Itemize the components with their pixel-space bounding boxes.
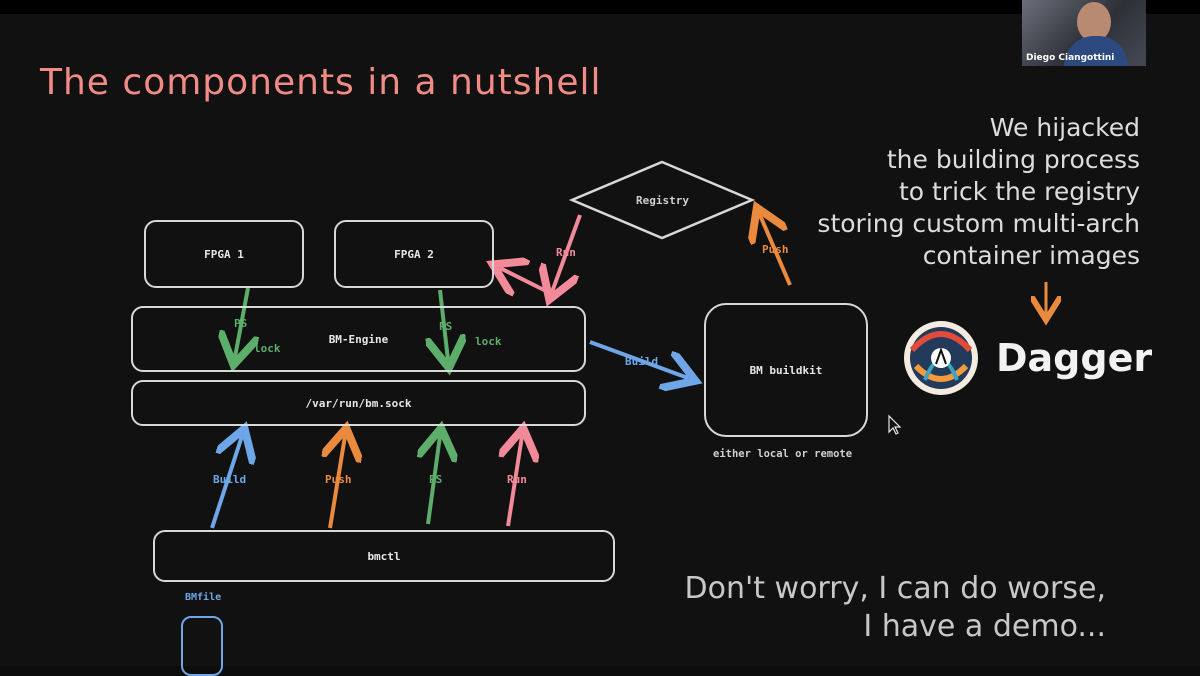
- bmctl-box: bmctl: [153, 530, 615, 582]
- speaker-head: [1077, 2, 1111, 42]
- buildkit-note: either local or remote: [713, 448, 853, 460]
- fpga2-label: FPGA 2: [394, 247, 434, 261]
- top-bar: [0, 0, 1200, 14]
- fpga1-box: FPGA 1: [144, 220, 304, 288]
- bm-engine-label: BM-Engine: [328, 332, 389, 346]
- push-label-registry: Push: [762, 243, 789, 256]
- mouse-cursor-icon: [888, 414, 902, 435]
- lock-label-fpga1: lock: [254, 342, 281, 355]
- build-label-bmctl: Build: [213, 473, 247, 486]
- run-arrow-sock: [508, 436, 522, 527]
- hijack-line-1: We hijacked: [989, 113, 1140, 142]
- run-label-registry: Run: [556, 246, 576, 259]
- dagger-wordmark: Dagger: [996, 336, 1153, 380]
- footer-line-2: I have a demo...: [863, 609, 1106, 644]
- footer-line-1: Don't worry, I can do worse,: [684, 571, 1106, 606]
- ps-arrow-fpga2: [440, 289, 448, 360]
- bmfile-box: [181, 616, 223, 676]
- hijack-line-5: container images: [922, 241, 1140, 270]
- slide-canvas: [0, 14, 1200, 666]
- bmctl-label: bmctl: [367, 549, 401, 563]
- bm-buildkit-label: BM buildkit: [749, 363, 823, 377]
- lock-label-fpga2: lock: [475, 335, 502, 348]
- run-label-bmctl: Run: [507, 473, 527, 486]
- hijack-line-2: the building process: [886, 145, 1140, 174]
- run-arrow-registry: [552, 214, 582, 292]
- bmfile-label: BMfile: [185, 592, 222, 603]
- build-arrow-sock: [210, 436, 242, 529]
- registry-label: Registry: [636, 194, 689, 207]
- dagger-logo-icon: [904, 321, 978, 395]
- hijack-line-3: to trick the registry: [898, 177, 1140, 206]
- bm-buildkit-box: BM buildkit: [704, 303, 868, 437]
- speaker-name: Diego Ciangottini: [1026, 53, 1115, 63]
- run-arrow-fpga2: [500, 268, 549, 292]
- fpga1-label: FPGA 1: [204, 247, 244, 261]
- build-label-buildkit: Build: [625, 355, 659, 368]
- slide-title: The components in a nutshell: [40, 62, 602, 103]
- push-label-bmctl: Push: [325, 473, 352, 486]
- fpga2-box: FPGA 2: [334, 220, 494, 288]
- registry-diamond: [568, 160, 756, 240]
- ps-label-fpga2: PS: [439, 320, 453, 333]
- footer-remark: Don't worry, I can do worse, I have a de…: [685, 570, 1106, 646]
- hijack-line-4: storing custom multi-arch: [817, 209, 1140, 238]
- bm-sock-label: /var/run/bm.sock: [305, 396, 412, 410]
- push-arrow-sock: [330, 436, 345, 529]
- push-arrow-registry: [760, 215, 792, 286]
- ps-label-bmctl: PS: [429, 473, 443, 486]
- bm-sock-box: /var/run/bm.sock: [131, 380, 586, 426]
- ps-label-fpga1: PS: [234, 317, 248, 330]
- speaker-webcam: Diego Ciangottini: [1022, 0, 1146, 66]
- bm-engine-box: BM-Engine: [131, 306, 586, 372]
- ps-arrow-sock: [428, 436, 440, 525]
- hijack-description: We hijacked the building process to tric…: [817, 112, 1140, 272]
- ps-arrow-fpga1: [235, 287, 248, 357]
- build-arrow-buildkit: [589, 340, 688, 378]
